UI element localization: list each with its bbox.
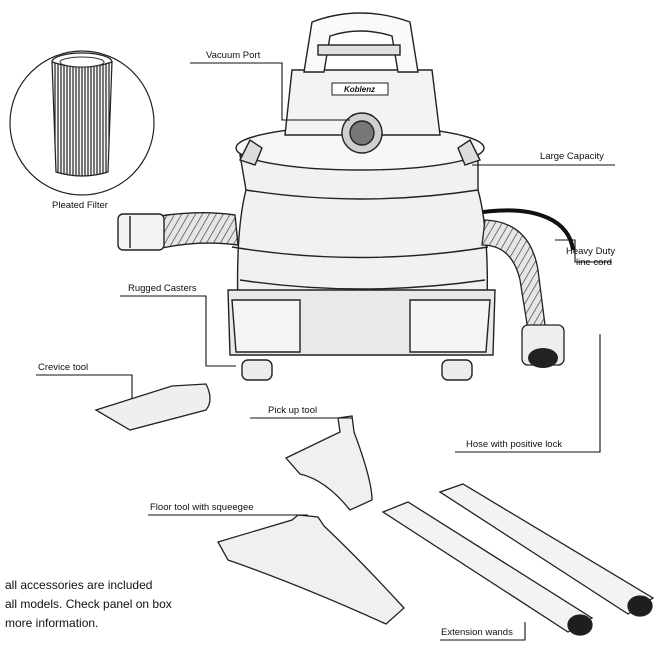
floor-tool: [217, 514, 405, 625]
label-pleated-filter: Pleated Filter: [52, 200, 108, 211]
hose: [481, 219, 565, 368]
vacuum-body: [117, 12, 496, 381]
label-large-capacity: Large Capacity: [540, 151, 604, 162]
label-vacuum-port: Vacuum Port: [206, 50, 261, 61]
accessories-note-line-1: all accessories are included: [5, 578, 153, 592]
pick-up-tool: [284, 415, 373, 511]
label-heavy-duty-line-2: line cord: [576, 257, 612, 268]
leader-lines: [36, 62, 615, 641]
crevice-tool: [94, 383, 211, 431]
accessories-note-line-3: more information.: [5, 616, 99, 630]
label-pick-up-tool: Pick up tool: [268, 405, 318, 416]
accessories-note-line-2: all models. Check panel on box: [5, 597, 172, 611]
label-crevice-tool: Crevice tool: [38, 362, 89, 373]
pleated-filter-illustration: [9, 50, 155, 196]
brand-logo: Koblenz: [344, 85, 375, 94]
label-extension-wands: Extension wands: [441, 627, 513, 638]
label-rugged-casters: Rugged Casters: [128, 283, 197, 294]
label-hose-positive-lock: Hose with positive lock: [466, 439, 563, 450]
line-cord: [469, 208, 575, 251]
label-heavy-duty-line-1: Heavy Duty: [566, 246, 616, 257]
label-floor-tool: Floor tool with squeegee: [150, 502, 254, 513]
extension-wands: [381, 483, 655, 636]
